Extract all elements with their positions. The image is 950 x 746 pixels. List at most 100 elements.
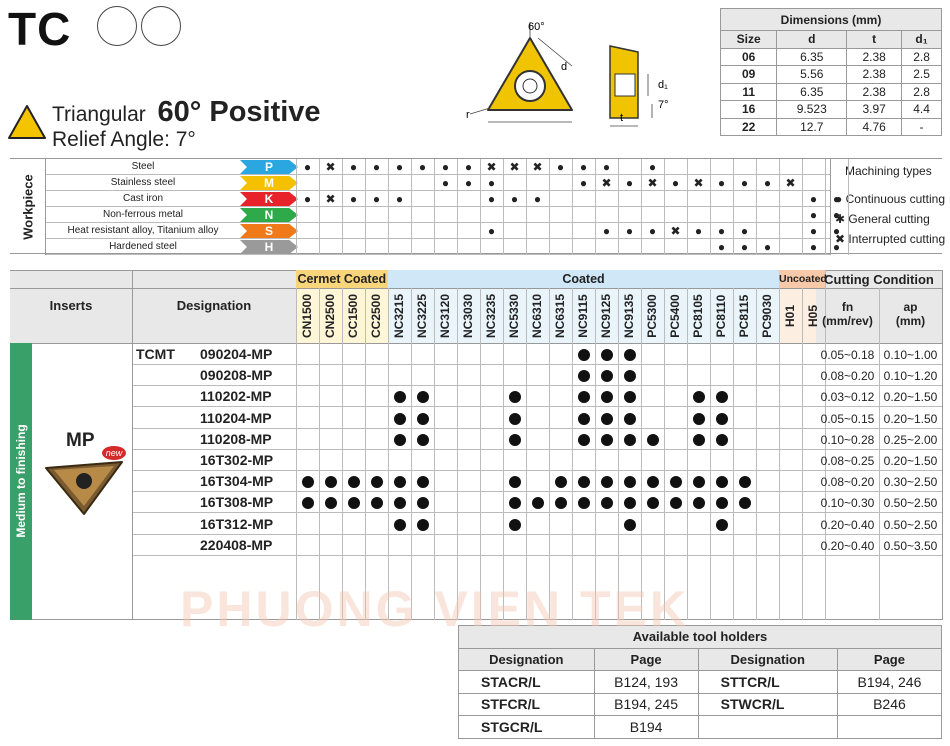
grade-available-dot [623,412,636,425]
grade-column: NC9135 [622,293,636,339]
grade-available-dot [531,497,544,510]
holder-designation: STFCR/L [458,692,595,716]
grade-available-dot [416,412,429,425]
grade-available-dot [623,370,636,383]
grade-available-dot [508,412,521,425]
dimensions-title: Dimensions (mm) [720,8,942,31]
dimension-value: 5.56 [776,65,848,84]
ap-value: 0.20~1.50 [883,411,938,426]
machining-mark: ● [740,224,749,238]
legend-continuous: ● Continuous cutting [835,192,945,206]
grade-available-dot [600,433,613,446]
ap-value: 0.10~1.00 [883,348,938,362]
grade-available-dot [600,349,613,361]
iso-tag: K [240,192,298,206]
grade-available-dot [508,433,521,446]
grade-column: PC5400 [668,294,682,338]
grade-available-dot [508,518,521,531]
holder-page: B194, 246 [836,670,943,694]
grade-available-dot [715,518,728,531]
circle-mark [141,6,181,46]
machining-mark: ● [648,160,657,174]
grade-available-dot [416,391,429,404]
grade-available-dot [347,476,360,489]
machining-mark: ● [809,192,818,206]
grade-column: PC5300 [645,294,659,338]
machining-mark: ● [349,192,358,206]
grade-available-dot [715,476,728,489]
ap-header: ap(mm) [895,300,926,328]
machining-mark: ● [832,208,841,222]
grade-available-dot [416,476,429,489]
col-size: Size [719,30,778,49]
grade-available-dot [393,433,406,446]
grade-column: NC3215 [392,293,406,339]
grade-column: CN1500 [300,293,314,339]
material-name: Steel [131,161,155,172]
fn-value: 0.08~0.20 [820,475,875,490]
grade-available-dot [416,497,429,510]
machining-mark: ● [832,192,841,206]
col-t: t [846,30,903,49]
insert-designation: 16T308-MP [200,494,274,511]
size-value: 11 [719,82,778,101]
relief-label: 7° [658,99,669,111]
series-label: TCMT [136,346,175,362]
fn-value: 0.03~0.12 [820,390,875,405]
d1-label: d₁ [658,79,668,91]
triangle-icon [8,105,46,139]
fn-value: 0.05~0.18 [820,348,875,362]
designation-header: Designation [176,298,252,313]
holder-page: B194 [593,715,699,739]
material-name: Non-ferrous metal [102,209,184,220]
grade-group-header: Cermet [296,270,342,288]
machining-mark: ● [717,240,726,254]
grade-available-dot [370,497,383,510]
machining-mark: ● [602,224,611,238]
grade-available-dot [623,518,636,531]
fn-header: fn(mm/rev) [822,300,873,328]
machining-mark: ● [441,160,450,174]
dimension-value: 2.38 [846,82,903,101]
machining-mark: ● [464,160,473,174]
grade-available-dot [600,370,613,383]
grade-available-dot [715,391,728,404]
grade-column: CC2500 [369,293,383,339]
machining-mark: ● [579,160,588,174]
grade-available-dot [692,391,705,404]
insert-designation: 110204-MP [200,409,272,426]
machining-mark: ✖ [509,160,520,174]
application-band: Medium to finishing [10,343,32,620]
fn-value: 0.08~0.20 [820,369,875,384]
machining-mark: ● [717,176,726,190]
machining-mark: ● [510,192,519,206]
machining-mark: ✖ [532,160,543,174]
iso-tag: H [240,240,298,254]
machining-mark: ● [487,192,496,206]
grade-available-dot [600,391,613,404]
grade-column: H05 [806,304,820,328]
machining-mark: ✖ [647,176,658,190]
machining-mark: ● [625,224,634,238]
grade-available-dot [646,476,659,489]
machining-mark: ● [809,224,818,238]
grade-group-header: Coated [342,270,388,288]
legend-title: Machining types [845,164,932,178]
grade-available-dot [577,349,590,361]
grade-group-header: Uncoated [779,270,827,288]
tool-holders-table: Available tool holders Designation Page … [458,625,943,739]
ap-value: 0.50~3.50 [883,538,938,553]
col-page: Page [593,647,699,671]
grade-available-dot [301,476,314,489]
grade-column: PC8115 [737,294,751,338]
grade-available-dot [393,391,406,404]
dimension-value: 9.523 [776,100,848,119]
size-value: 16 [719,100,778,119]
insert-designation: 16T302-MP [200,452,274,468]
